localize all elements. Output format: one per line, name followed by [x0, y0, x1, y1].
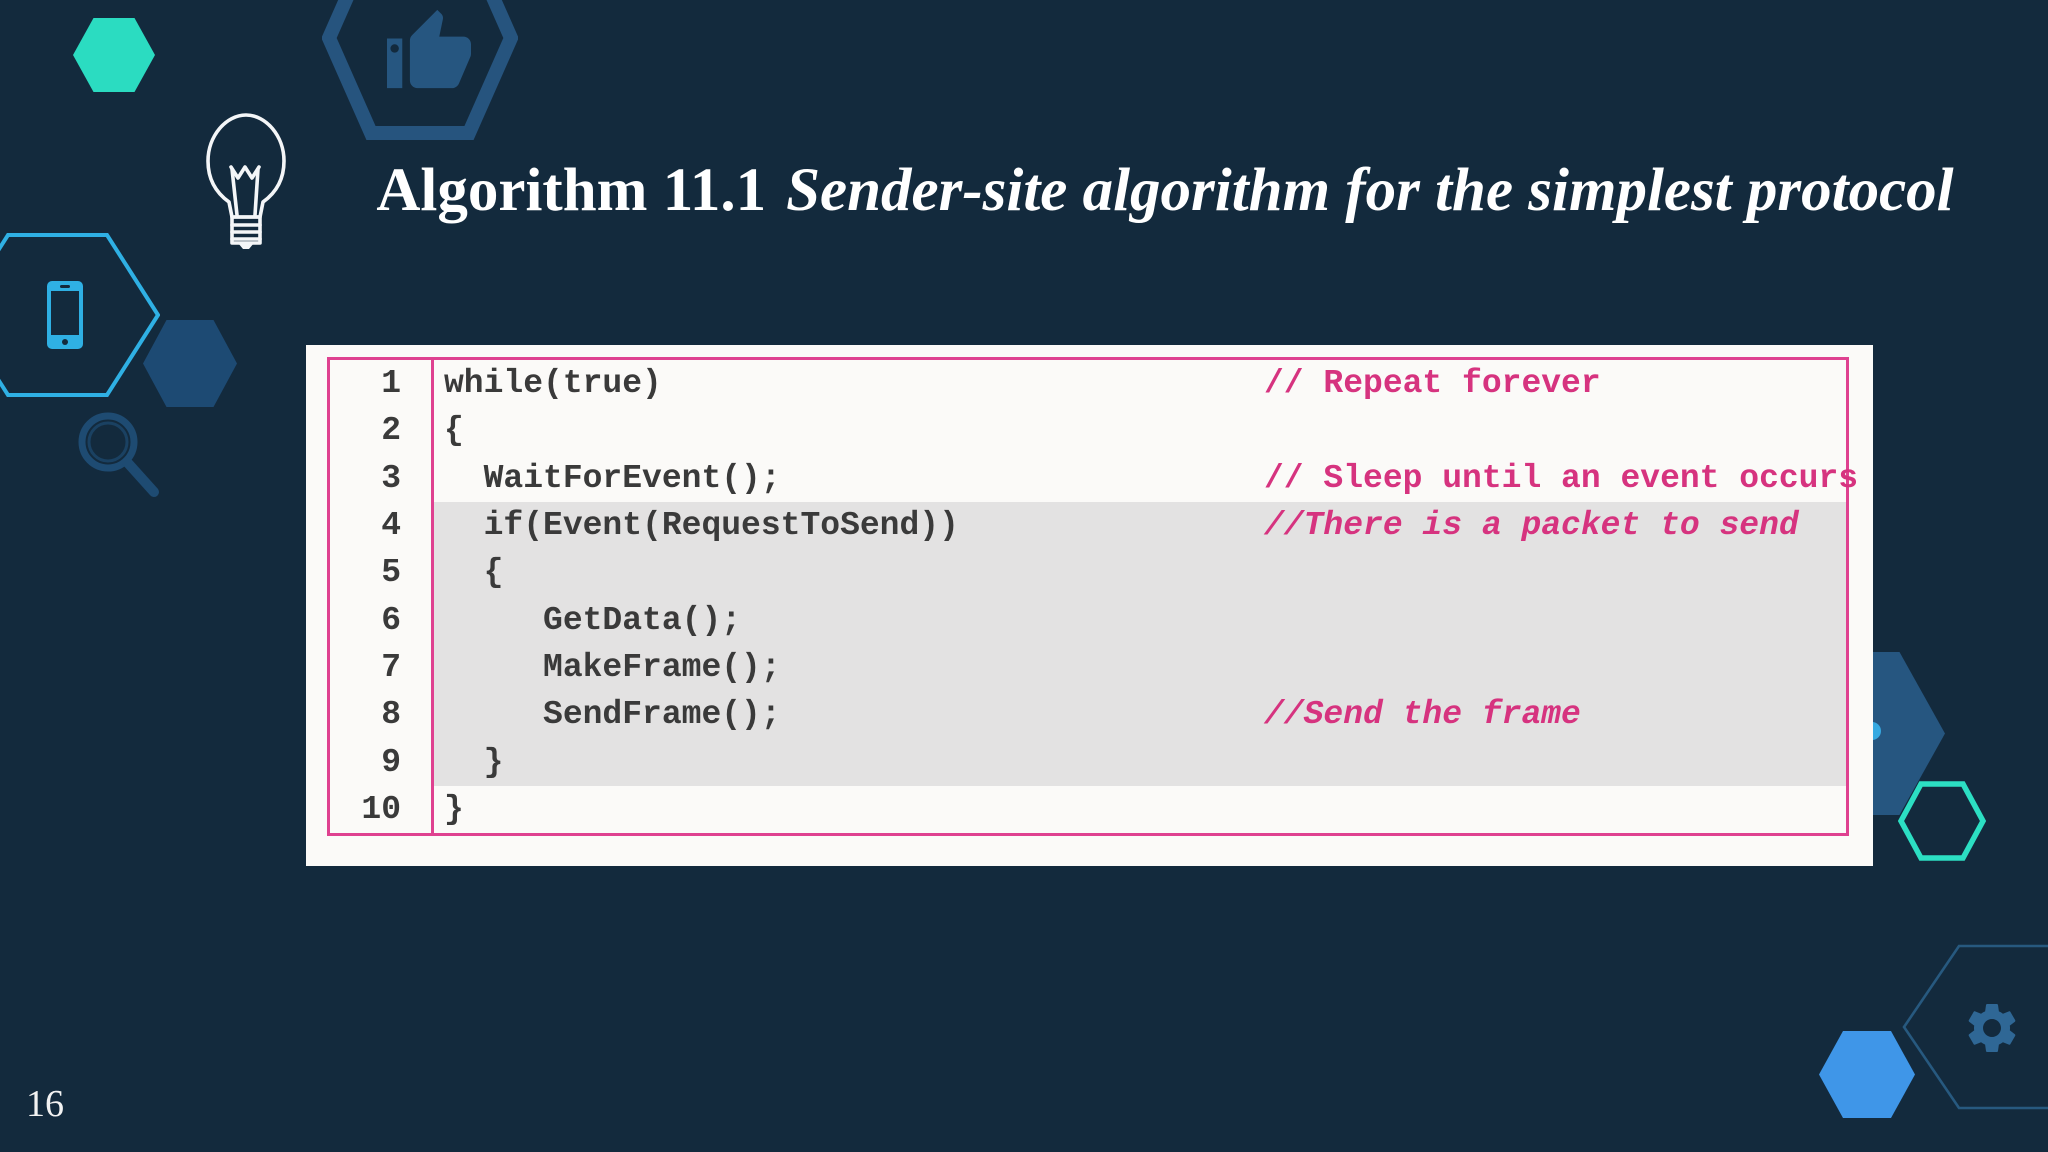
line-number: 8 [381, 696, 401, 734]
code-line-body: while(true) // Repeat forever [431, 360, 1846, 408]
line-number: 7 [381, 648, 401, 686]
code-line-body: { [431, 549, 1846, 597]
line-number: 4 [381, 507, 401, 545]
line-number: 5 [381, 554, 401, 592]
code-comment: //Send the frame [1264, 696, 1581, 734]
line-number: 2 [381, 412, 401, 450]
code-line: 6 GetData(); [330, 596, 1846, 644]
code-text: GetData(); [444, 601, 742, 639]
code-text: } [444, 790, 464, 828]
code-line-body: MakeFrame(); [431, 643, 1846, 692]
bright-blue-hexagon-bottom-right [1819, 1031, 1915, 1118]
code-line: 9 } [330, 738, 1846, 786]
code-line: 5 { [330, 549, 1846, 597]
code-text: { [444, 412, 464, 450]
hexagon-outline-bottom-right [1902, 944, 2048, 1110]
code-text: SendFrame(); [444, 696, 781, 734]
slide-title: Algorithm 11.1 Sender-site algorithm for … [375, 148, 1955, 234]
gear-icon [1968, 1004, 2016, 1052]
line-number: 6 [381, 601, 401, 639]
line-number: 1 [381, 365, 401, 403]
code-text: } [444, 743, 504, 781]
code-line-body: GetData(); [431, 596, 1846, 644]
line-number: 9 [381, 743, 401, 781]
title-label: Algorithm 11.1 [376, 157, 767, 224]
magnifier-icon [78, 412, 159, 497]
code-text: while(true) [444, 365, 662, 403]
line-number: 10 [361, 790, 401, 828]
code-line: 1 while(true) // Repeat forever [330, 360, 1846, 408]
code-line-body: SendFrame(); //Send the frame [431, 691, 1846, 739]
code-text: { [444, 554, 504, 592]
line-number: 3 [381, 459, 401, 497]
code-line-body: WaitForEvent(); // Sleep until an event o… [431, 454, 1858, 502]
code-comment: // Sleep until an event occurs [1264, 459, 1859, 497]
code-line: 2{ [330, 407, 1846, 455]
code-line: 4 if(Event(RequestToSend)) //There is a p… [330, 501, 1846, 550]
hexagon-outline-phone [0, 233, 160, 397]
code-line-body: { [431, 407, 1846, 455]
code-line: 7 MakeFrame(); [330, 643, 1846, 692]
code-line: 8 SendFrame(); //Send the frame [330, 691, 1846, 739]
dark-hexagon-left [143, 320, 237, 407]
hexagon-outline-thumbs [322, 0, 518, 140]
lightbulb-icon [206, 113, 286, 249]
page-number: 16 [26, 1083, 64, 1125]
code-text: if(Event(RequestToSend)) [444, 507, 959, 545]
code-text: MakeFrame(); [444, 648, 781, 686]
code-line-body: if(Event(RequestToSend)) //There is a pac… [431, 501, 1846, 550]
code-line-body: } [431, 738, 1846, 786]
code-text: WaitForEvent(); [444, 459, 781, 497]
title-text: Sender-site algorithm for the simplest p… [786, 157, 1954, 224]
code-line-body: } [431, 785, 1846, 833]
code-comment: //There is a packet to send [1264, 507, 1799, 545]
code-line: 10} [330, 785, 1846, 833]
code-line: 3 WaitForEvent(); // Sleep until an event… [330, 454, 1858, 502]
teal-hexagon-outline-right [1898, 781, 1986, 861]
teal-hexagon-top-left [73, 18, 155, 92]
thumbs-up-icon [387, 9, 471, 89]
code-comment: // Repeat forever [1264, 365, 1601, 403]
smartphone-icon [47, 281, 83, 349]
